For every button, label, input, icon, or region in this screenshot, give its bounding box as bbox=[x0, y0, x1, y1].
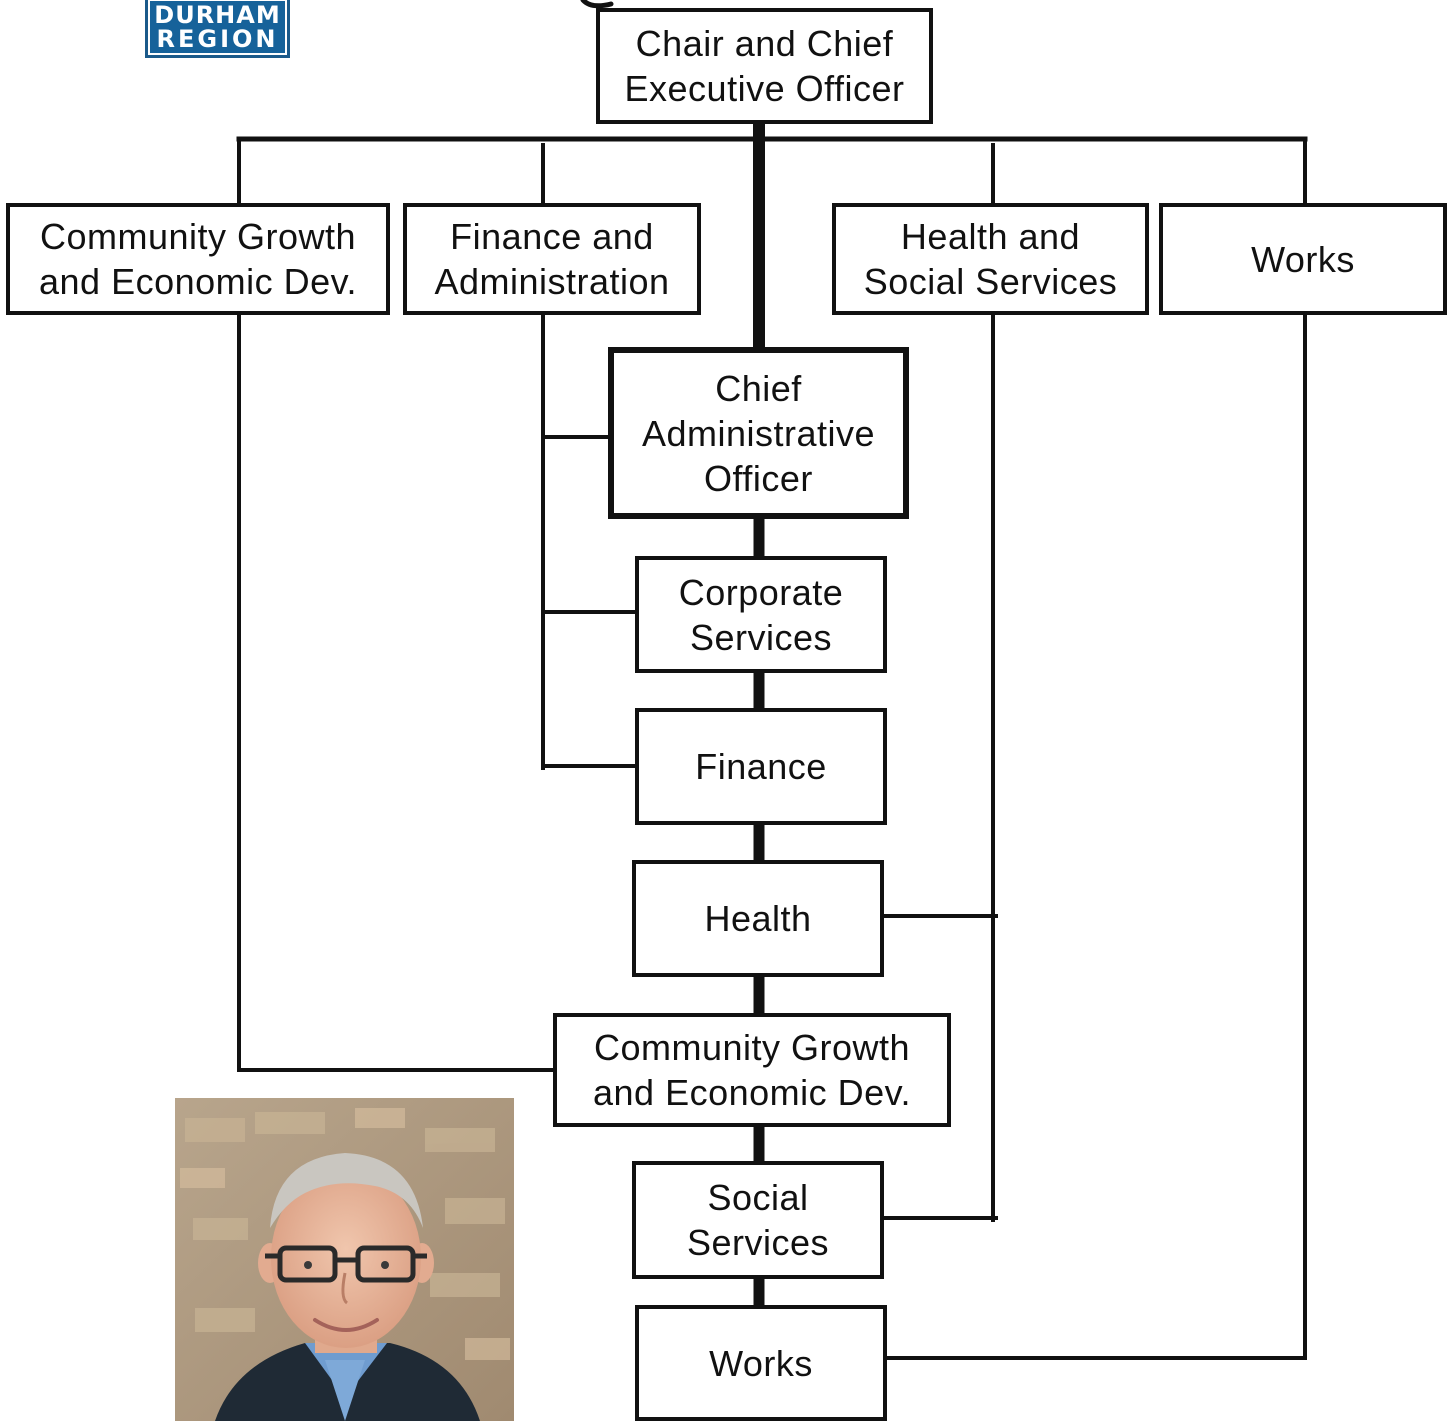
committee-box-finance-administration: Finance and Administration bbox=[403, 203, 701, 315]
committee-label: Health and Social Services bbox=[863, 216, 1118, 302]
department-box-finance: Finance bbox=[635, 708, 887, 825]
cao-box: Chief Administrative Officer bbox=[608, 347, 909, 519]
department-box-corporate-services: Corporate Services bbox=[635, 556, 887, 673]
committee-box-works: Works bbox=[1159, 203, 1447, 315]
department-label: Health bbox=[704, 898, 812, 939]
department-box-community-growth: Community Growth and Economic Dev. bbox=[553, 1013, 951, 1127]
logo-line-1: DURHAM bbox=[154, 1, 281, 29]
ceo-label: Chair and Chief Executive Officer bbox=[624, 23, 905, 109]
department-box-works: Works bbox=[635, 1305, 887, 1421]
department-label: Social Services bbox=[686, 1177, 830, 1263]
portrait-photo bbox=[175, 1098, 514, 1421]
logo-line-2: REGION bbox=[156, 25, 279, 53]
department-box-social-services: Social Services bbox=[632, 1161, 884, 1279]
pen-mark-decoration bbox=[580, 0, 614, 9]
committee-label: Works bbox=[1251, 238, 1355, 280]
committee-label: Community Growth and Economic Dev. bbox=[39, 216, 357, 302]
cao-label: Chief Administrative Officer bbox=[641, 367, 876, 499]
department-box-health: Health bbox=[632, 860, 884, 977]
durham-region-logo: DURHAM REGION bbox=[145, 0, 290, 58]
committee-box-community-growth: Community Growth and Economic Dev. bbox=[6, 203, 390, 315]
department-label: Corporate Services bbox=[678, 571, 844, 658]
ceo-box: Chair and Chief Executive Officer bbox=[596, 8, 933, 124]
department-label: Works bbox=[709, 1342, 813, 1384]
department-label: Community Growth and Economic Dev. bbox=[593, 1027, 911, 1113]
committee-label: Finance and Administration bbox=[434, 216, 670, 302]
committee-box-health-social-services: Health and Social Services bbox=[832, 203, 1149, 315]
department-label: Finance bbox=[695, 746, 827, 787]
